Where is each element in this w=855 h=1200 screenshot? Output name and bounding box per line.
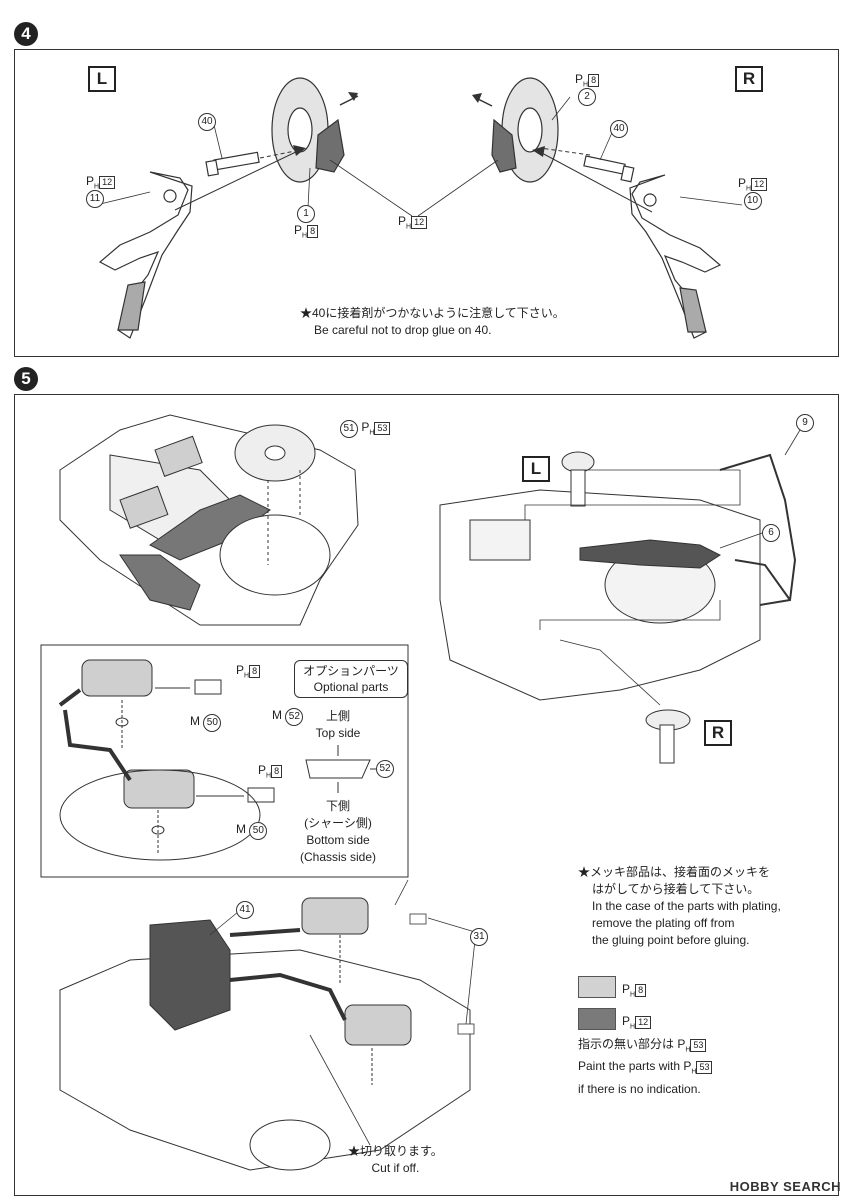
step-4-note-ja: ★40に接着剤がつかないように注意して下さい。 xyxy=(300,306,565,320)
legend-swatch-ph12 xyxy=(578,1008,616,1030)
step-4-badge: 4 xyxy=(14,22,38,46)
plating-note-ja: ★メッキ部品は、接着面のメッキをはがしてから接着して下さい。 xyxy=(578,865,771,896)
step-4-panel xyxy=(14,49,839,357)
callout-41: 41 xyxy=(236,901,254,919)
inset-m52: M 52 xyxy=(272,708,304,726)
watermark: HOBBY SEARCH xyxy=(729,1179,841,1194)
cut-note: ★切り取ります。Cut if off. xyxy=(348,1144,443,1175)
inset-bottom-side: 下側(シャーシ側)Bottom side(Chassis side) xyxy=(299,799,377,864)
right-disc xyxy=(491,77,559,183)
plating-note-en: In the case of the parts with plating,re… xyxy=(592,899,781,947)
hub-r xyxy=(645,709,691,764)
inset-m50-a: M 50 xyxy=(190,714,222,732)
exhaust-assembly xyxy=(59,897,471,1171)
inset-callout-52: 52 xyxy=(376,760,394,778)
suspension-arm-9 xyxy=(719,453,797,606)
wheel-51 xyxy=(234,424,316,482)
right-knuckle xyxy=(629,174,722,339)
step-4-note-en: Be careful not to drop glue on 40. xyxy=(314,323,492,337)
left-disc xyxy=(271,77,345,183)
inset-muffler xyxy=(58,659,378,861)
chassis-right xyxy=(439,489,761,701)
callout-6: 6 xyxy=(762,524,780,542)
left-knuckle xyxy=(98,171,193,339)
step-5-right-label: R xyxy=(704,720,732,746)
step-5-badge: 5 xyxy=(14,367,38,391)
step-4-right-label: R xyxy=(735,66,763,92)
callout-40-left: 40 xyxy=(198,113,216,131)
callout-40-right: 40 xyxy=(610,120,628,138)
hub-l xyxy=(561,451,595,507)
step-5-left-label: L xyxy=(522,456,550,482)
step-4-left-label: L xyxy=(88,66,116,92)
legend-swatch-ph8 xyxy=(578,976,616,998)
callout-9: 9 xyxy=(796,414,814,432)
callout-31: 31 xyxy=(470,928,488,946)
inset-m50-b: M 50 xyxy=(236,822,268,840)
